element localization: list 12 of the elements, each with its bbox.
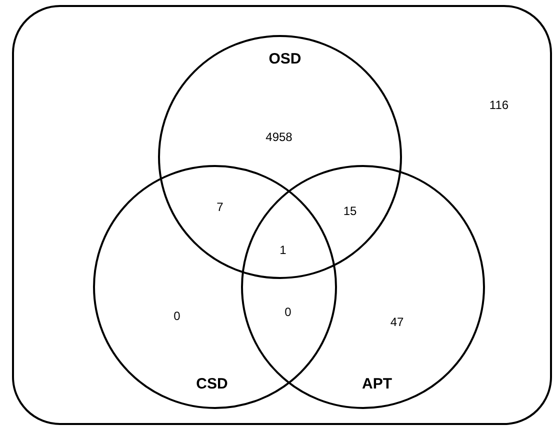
count-label: 116: [489, 99, 509, 111]
set-name: APT: [362, 376, 392, 392]
count-label: 4958: [266, 131, 292, 143]
count-label: 15: [343, 205, 357, 217]
count-label: 47: [390, 316, 404, 328]
set-name: CSD: [196, 376, 228, 392]
count-label: 0: [284, 306, 292, 318]
set-name: OSD: [268, 52, 302, 66]
count-label: 1: [280, 244, 286, 256]
universe-box: [12, 5, 552, 425]
count-label: 7: [216, 201, 224, 213]
count-label: 0: [174, 310, 180, 322]
